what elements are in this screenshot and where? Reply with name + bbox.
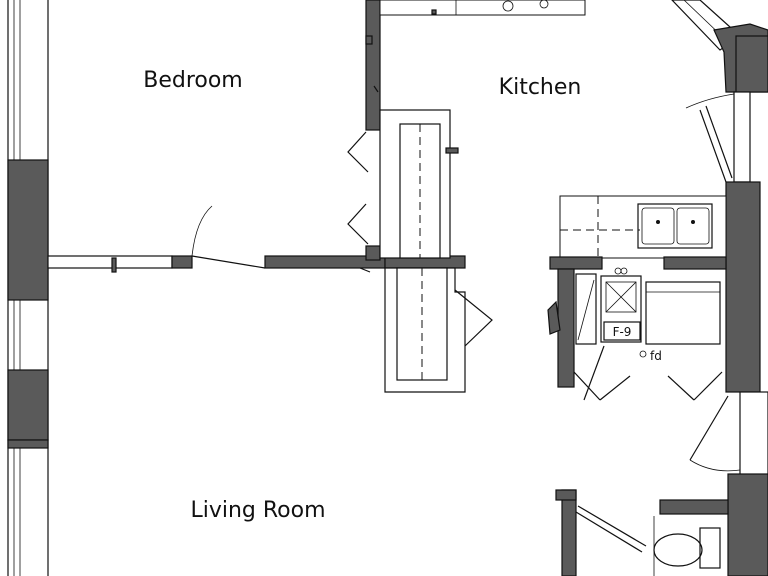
kitchen-top-counter (379, 0, 586, 16)
kitchen-sink-counter (559, 195, 727, 259)
bedroom-kitchen-wall (359, 0, 381, 273)
closet-bifold-doors (347, 131, 369, 245)
utility-appliances (573, 267, 723, 401)
bathroom-door (689, 395, 741, 472)
right-exterior-door (685, 93, 735, 183)
utility-room-walls (547, 256, 727, 388)
bedroom-living-wall (47, 255, 466, 273)
bathroom (555, 489, 729, 576)
furnace-tag-label: F-9 (613, 325, 632, 339)
bedroom-door (191, 205, 266, 269)
bedroom-label: Bedroom (143, 68, 243, 93)
kitchen-label: Kitchen (499, 75, 582, 100)
floor-drain-label: fd (650, 349, 662, 363)
left-exterior-wall (7, 0, 49, 576)
living-room-label: Living Room (190, 498, 325, 523)
right-exterior-wall (671, 0, 768, 576)
stair-chase-lower (384, 267, 493, 393)
stair-chase-upper (379, 109, 459, 259)
